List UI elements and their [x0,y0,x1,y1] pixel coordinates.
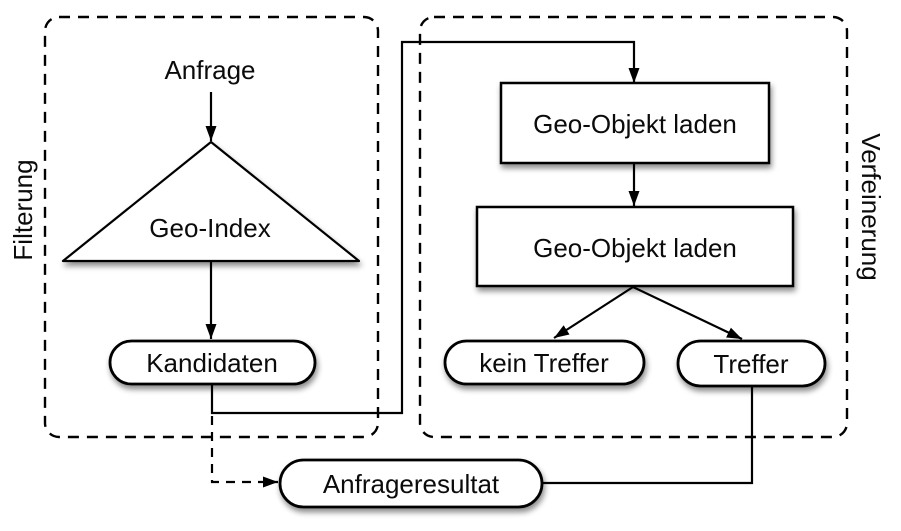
group-verfeinerung: Verfeinerung [418,15,886,439]
edge-treffer-to-anfrageresultat [543,386,754,485]
node-kandidaten: Kandidaten [108,339,317,386]
edge-kandidaten-to-laden1 [210,40,640,415]
geo-index-triangle [61,140,361,263]
kandidaten-label: Kandidaten [146,348,278,378]
kein-treffer-pill [443,339,646,386]
kein-treffer-label: kein Treffer [479,348,609,378]
verfeinerung-group-label: Verfeinerung [856,133,886,280]
edge-laden2-to-treffer [632,286,743,340]
node-geo-objekt-laden-1: Geo-Objekt laden [499,81,771,165]
geo-index-label: Geo-Index [149,213,270,243]
node-anfrage-label: Anfrage [164,55,255,85]
geo-objekt-laden-2-rect [475,205,795,288]
anfrageresultat-label: Anfrageresultat [323,469,500,499]
verfeinerung-dashed-box [418,15,849,439]
anfrageresultat-pill [278,458,544,509]
kandidaten-pill [108,339,317,386]
node-anfrageresultat: Anfrageresultat [278,458,544,509]
edge-laden2-to-keintreffer [553,286,634,339]
geo-objekt-laden-1-rect [499,81,771,165]
node-treffer: Treffer [676,339,827,388]
geo-objekt-laden-1-label: Geo-Objekt laden [533,109,737,139]
geo-objekt-laden-2-label: Geo-Objekt laden [533,233,737,263]
treffer-label: Treffer [713,349,788,379]
node-kein-treffer: kein Treffer [443,339,646,386]
treffer-pill [676,339,827,388]
filterung-group-label: Filterung [8,159,38,260]
node-geo-index: Geo-Index [61,140,361,263]
node-geo-objekt-laden-2: Geo-Objekt laden [475,205,795,288]
edge-kandidaten-to-anfrageresultat-dashed [210,416,278,488]
